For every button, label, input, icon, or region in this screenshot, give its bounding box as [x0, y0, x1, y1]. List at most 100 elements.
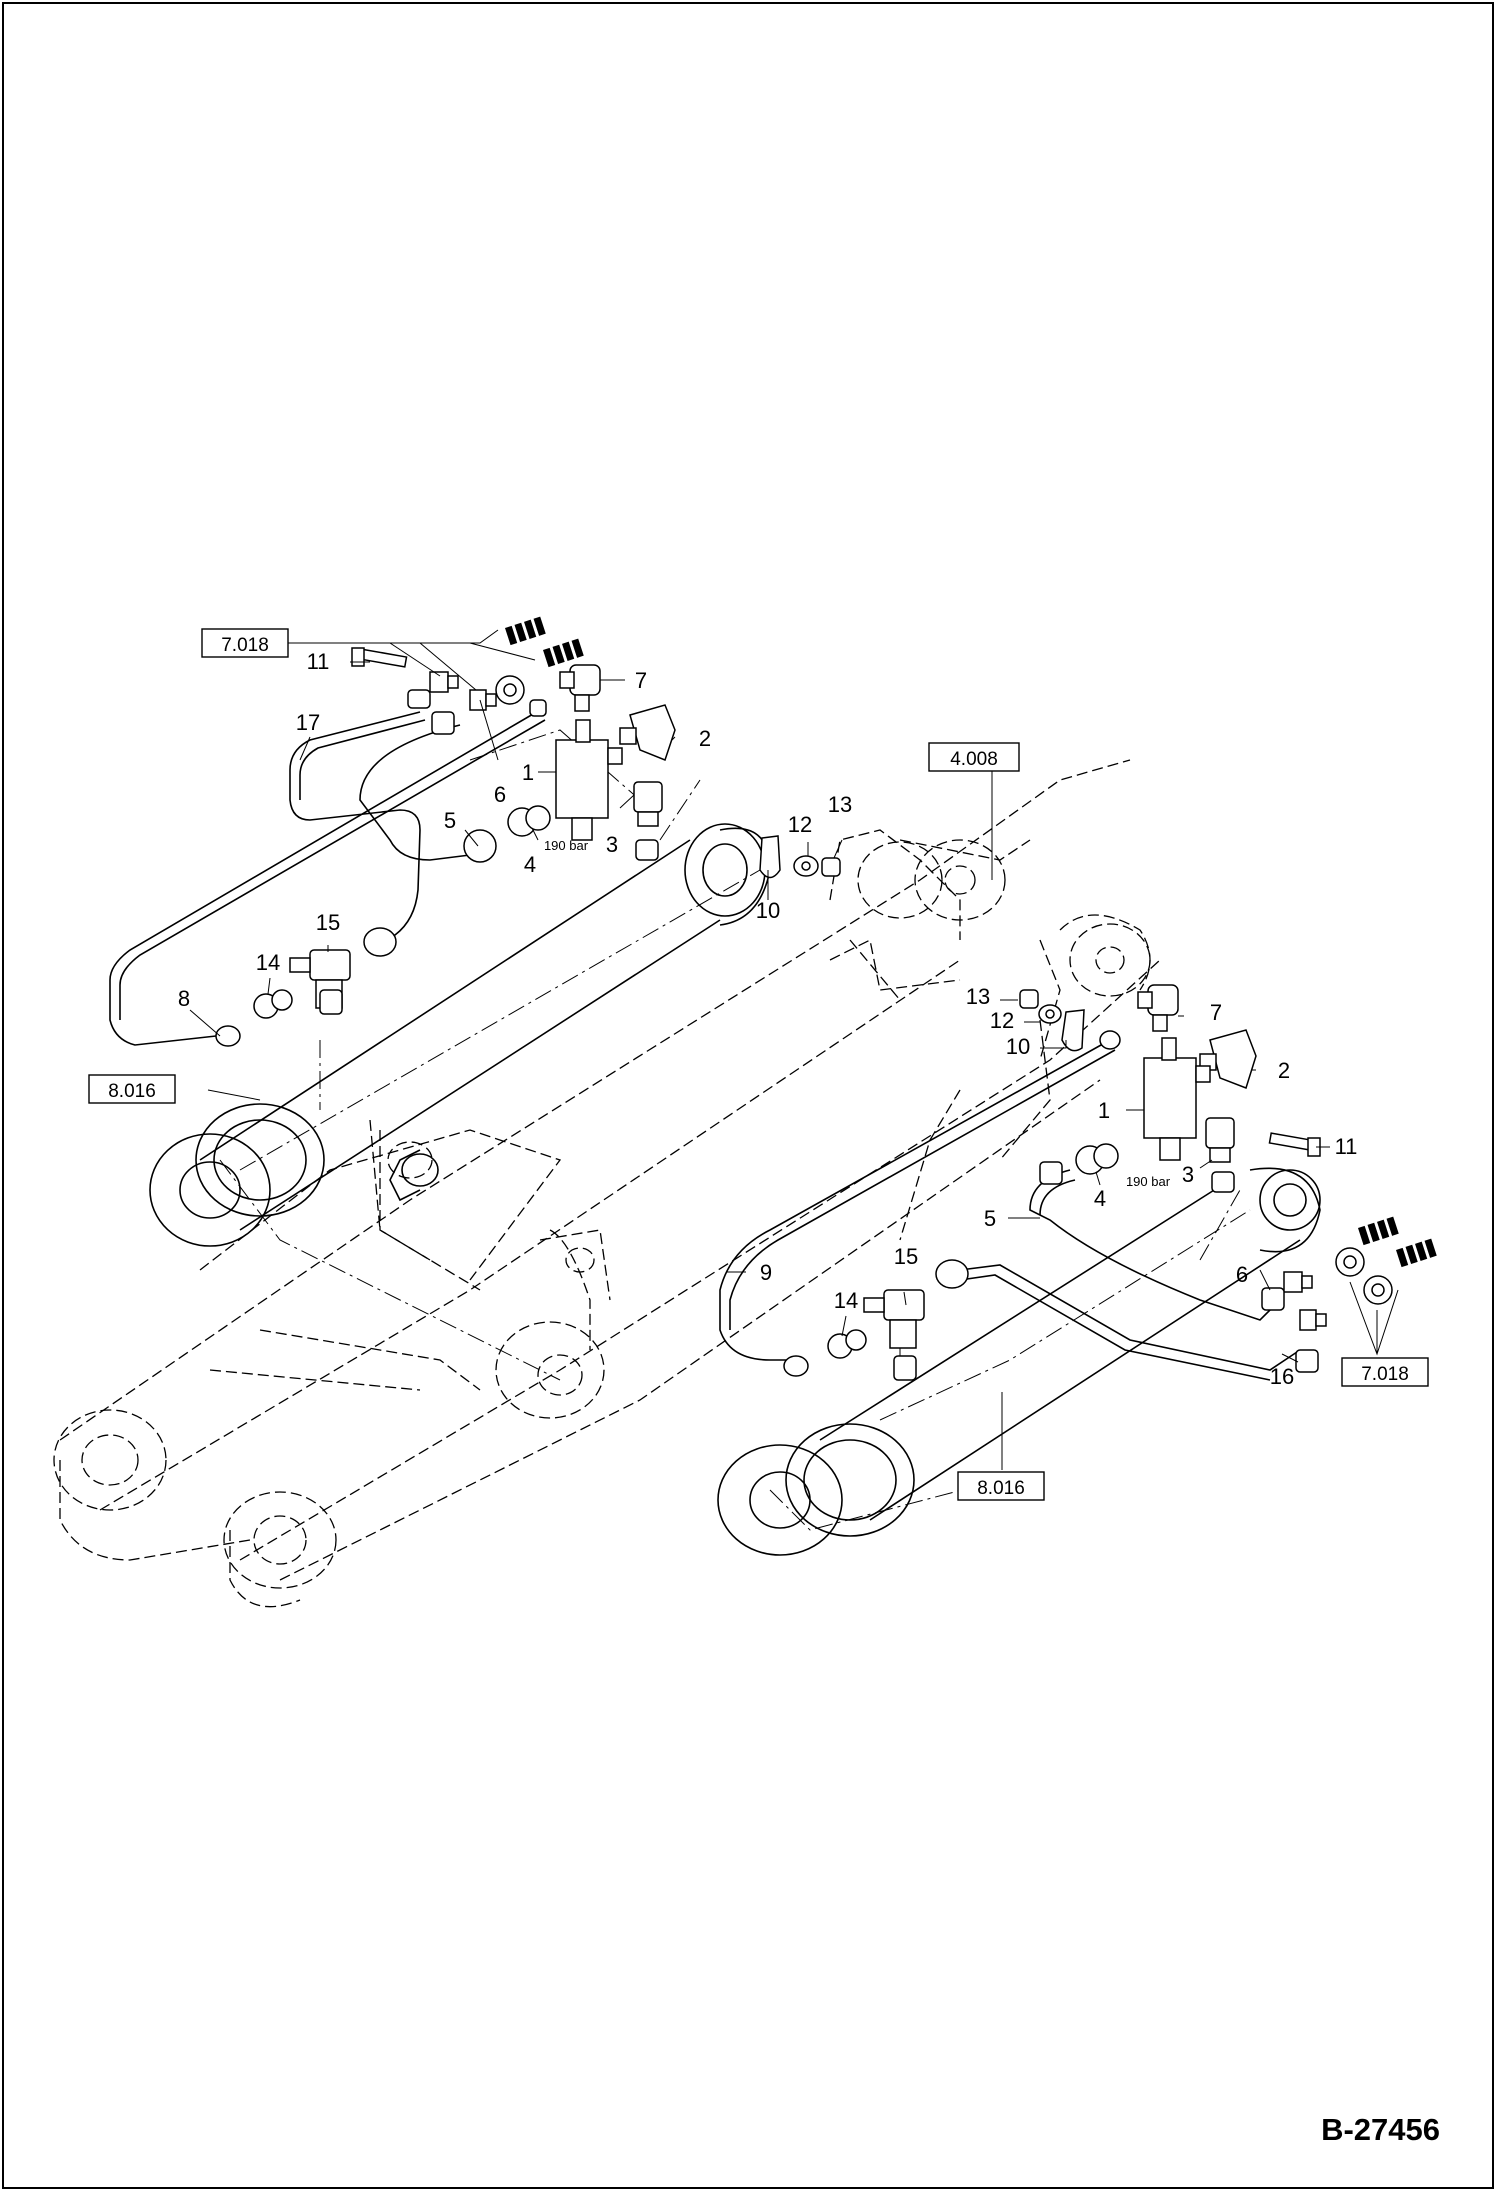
- callout-12-upper: 12: [788, 812, 812, 837]
- callout-13-lower: 13: [966, 984, 990, 1009]
- callout-8-upper: 8: [178, 986, 190, 1011]
- valve-1-upper-icon: [555, 719, 623, 841]
- upper-callouts: 11 7 17 2 1 6 5 4 3 12 13 10 15 14 8 190…: [178, 649, 852, 1011]
- callout-6-upper: 6: [494, 782, 506, 807]
- callout-14-upper: 14: [256, 950, 280, 975]
- pipe-end-7-lower-icon: [1099, 1030, 1121, 1050]
- callout-16-lower: 16: [1270, 1364, 1294, 1389]
- bolt-11-upper-icon: [351, 647, 408, 668]
- lower-callouts: 13 7 12 10 2 1 11 3 4 5 15 9 14 6 16 190…: [760, 984, 1358, 1389]
- washer-12-lower-icon: [1038, 1004, 1062, 1024]
- callout-2-upper: 2: [699, 726, 711, 751]
- svg-text:7.018: 7.018: [1361, 1364, 1409, 1385]
- callout-5-upper: 5: [444, 808, 456, 833]
- callout-1-upper: 1: [522, 760, 534, 785]
- callout-7-upper: 7: [635, 668, 647, 693]
- fitting-5-lower-icon: [1039, 1161, 1063, 1185]
- pressure-label-upper: 190 bar: [544, 838, 589, 853]
- tick-marker-icon: [505, 616, 546, 646]
- nut-13-lower-icon: [1019, 989, 1039, 1009]
- ref-box-7018-lower: 7.018: [1341, 1357, 1429, 1387]
- washer-12-upper-icon: [793, 855, 819, 877]
- nut-pipe-lower-icon: [935, 1259, 969, 1289]
- fitting-16-lower-icon: [1299, 1309, 1327, 1331]
- callout-10-lower: 10: [1006, 1034, 1030, 1059]
- pipe-fitting-17-upper-icon: [407, 689, 455, 735]
- adapter-4-upper-icon: [507, 805, 551, 837]
- pipe-end-8-upper-icon: [215, 1025, 241, 1047]
- svg-text:8.016: 8.016: [977, 1478, 1025, 1499]
- nut-17-upper-icon: [363, 927, 397, 957]
- tee-15-lower-icon: [863, 1289, 925, 1349]
- boom-structure: [53, 759, 1161, 1608]
- nut-16-lower-icon: [1363, 1275, 1393, 1305]
- callout-15-upper: 15: [316, 910, 340, 935]
- leader-lines: [189, 629, 1399, 1470]
- pressure-label-lower: 190 bar: [1126, 1174, 1171, 1189]
- nut-6-lower-icon: [1335, 1247, 1365, 1277]
- callout-12-lower: 12: [990, 1008, 1014, 1033]
- lower-cylinder: [717, 1167, 1321, 1556]
- tick-marker-icon: [1396, 1238, 1437, 1268]
- tee-7-upper-icon: [559, 664, 601, 712]
- fitting-upper-a-icon: [429, 671, 459, 693]
- callout-11-upper: 11: [307, 649, 330, 674]
- callout-10-upper: 10: [756, 898, 780, 923]
- callout-17-upper: 17: [296, 710, 320, 735]
- plug-upper-icon: [319, 989, 343, 1015]
- svg-text:7.018: 7.018: [221, 635, 269, 656]
- callout-2-lower: 2: [1278, 1058, 1290, 1083]
- drawing-number: B-27456: [1321, 2112, 1440, 2147]
- clamp-10-upper-icon: [759, 835, 781, 879]
- reference-boxes: 7.018 4.008 8.016 8.016 7.018: [88, 628, 1429, 1501]
- callout-9-lower: 9: [760, 1260, 772, 1285]
- callout-3-upper: 3: [606, 832, 618, 857]
- svg-text:4.008: 4.008: [950, 749, 998, 770]
- clamp-10-lower-icon: [1061, 1009, 1085, 1052]
- upper-cylinder: [149, 823, 771, 1247]
- tick-marker-icon: [543, 638, 584, 668]
- tick-marker-icon: [1358, 1216, 1399, 1246]
- fitting-14-upper-icon: [253, 989, 293, 1019]
- ref-box-8016-lower: 8.016: [957, 1471, 1045, 1501]
- pipe-fitting-16-upper-icon: [529, 699, 547, 717]
- tick-markers: [505, 616, 1437, 1268]
- fitting-3-upper-icon: [633, 781, 663, 827]
- fitting-3-lower-icon: [1205, 1117, 1235, 1163]
- assembly-lines: [219, 729, 1251, 1531]
- ref-box-8016-upper: 8.016: [88, 1074, 176, 1104]
- plug-lower-icon: [893, 1355, 917, 1381]
- callout-1-lower: 1: [1098, 1098, 1110, 1123]
- tee-7-lower-icon: [1137, 984, 1179, 1032]
- fitting-6-lower-icon: [1283, 1271, 1313, 1293]
- elbow-2-upper-icon: [619, 704, 676, 761]
- nut-upper-icon: [495, 675, 525, 705]
- nut-9-lower-icon: [783, 1355, 809, 1377]
- lower-parts: [783, 984, 1393, 1381]
- fitting-upper-b-icon: [469, 689, 497, 711]
- bolt-11-lower-icon: [1268, 1132, 1321, 1157]
- callout-5-lower: 5: [984, 1206, 996, 1231]
- pipe-end-16-lower-icon: [1295, 1349, 1319, 1373]
- callout-15-lower: 15: [894, 1244, 918, 1269]
- svg-text:8.016: 8.016: [108, 1081, 156, 1102]
- ref-box-4008: 4.008: [928, 742, 1020, 772]
- ref-box-7018-upper: 7.018: [201, 628, 289, 658]
- callout-6-lower: 6: [1236, 1262, 1248, 1287]
- adapter-4-lower-icon: [1075, 1143, 1119, 1175]
- callout-4-lower: 4: [1094, 1186, 1106, 1211]
- upper-parts: [215, 647, 841, 1047]
- cap-3-upper-icon: [635, 839, 659, 861]
- callout-4-upper: 4: [524, 852, 536, 877]
- fitting-14-lower-icon: [827, 1329, 867, 1359]
- callout-11-lower: 11: [1335, 1134, 1358, 1159]
- nut-13-upper-icon: [821, 857, 841, 877]
- callout-7-lower: 7: [1210, 1000, 1222, 1025]
- callout-13-upper: 13: [828, 792, 852, 817]
- valve-1-lower-icon: [1143, 1037, 1211, 1161]
- cap-3-lower-icon: [1211, 1171, 1235, 1193]
- callout-3-lower: 3: [1182, 1162, 1194, 1187]
- callout-14-lower: 14: [834, 1288, 858, 1313]
